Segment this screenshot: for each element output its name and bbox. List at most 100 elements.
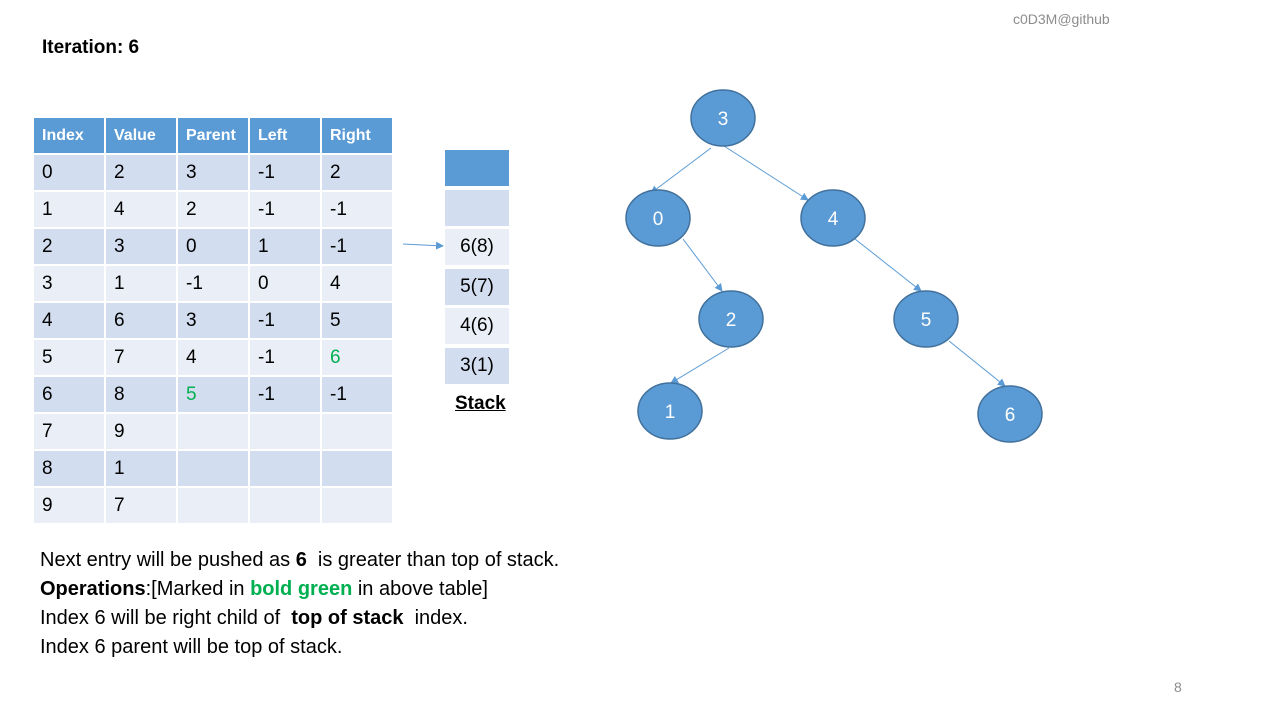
table-cell: 1 — [32, 190, 106, 229]
explanation-line-4: Index 6 parent will be top of stack. — [40, 636, 343, 658]
table-cell: 9 — [32, 486, 106, 525]
text-segment-bold: top of stack — [291, 607, 404, 629]
stack-cell: 5(7) — [445, 269, 509, 305]
tree-node-label: 2 — [726, 310, 737, 331]
table-cell — [248, 486, 322, 525]
table-cell: 7 — [104, 338, 178, 377]
explanation-line-1: Next entry will be pushed as 6 is greate… — [40, 549, 559, 572]
tree-node: 4 — [800, 189, 866, 247]
table-cell: -1 — [248, 338, 322, 377]
table-cell: -1 — [320, 190, 394, 229]
text-segment: is greater than top of stack. — [306, 549, 560, 571]
text-segment: Index 6 will be right child of — [40, 607, 292, 629]
explanation-line-3: Index 6 will be right child of top of st… — [40, 607, 468, 630]
table-cell — [176, 486, 250, 525]
iteration-title: Iteration: 6 — [42, 37, 140, 58]
table-cell: 4 — [320, 264, 394, 303]
table-cell — [320, 449, 394, 488]
tree-edge — [670, 347, 730, 384]
table-cell: 6 — [104, 301, 178, 340]
header-value: Value — [104, 116, 178, 155]
table-header-row: Index Value Parent Left Right — [32, 116, 394, 155]
page-number: 8 — [1174, 679, 1182, 695]
table-cell: 1 — [248, 227, 322, 266]
tree-node-label: 6 — [1005, 405, 1016, 426]
text-segment: in above table] — [352, 578, 488, 600]
table-cell: 8 — [104, 375, 178, 414]
tree-node: 1 — [637, 382, 703, 440]
table-cell: 5 — [32, 338, 106, 377]
table-cell — [176, 412, 250, 451]
stack-label: Stack — [455, 393, 506, 414]
table-cell — [176, 449, 250, 488]
table-cell: 3 — [104, 227, 178, 266]
stack-cell — [445, 190, 509, 226]
stack-cell: 3(1) — [445, 348, 509, 384]
tree-node: 2 — [698, 290, 764, 348]
text-segment-bold: Operations — [40, 578, 146, 600]
table-cell — [248, 449, 322, 488]
table-cell: 4 — [104, 190, 178, 229]
text-segment: :[Marked in — [145, 578, 251, 600]
table-cell: 2 — [176, 190, 250, 229]
table-cell: 7 — [104, 486, 178, 525]
table-cell: 2 — [104, 153, 178, 192]
table-cell: -1 — [248, 375, 322, 414]
table-cell: 3 — [176, 153, 250, 192]
table-cell: -1 — [320, 375, 394, 414]
table-cell — [320, 486, 394, 525]
table-cell: 0 — [176, 227, 250, 266]
tree-node-label: 3 — [718, 109, 729, 130]
tree-node-label: 5 — [921, 310, 932, 331]
table-cell: 9 — [104, 412, 178, 451]
table-cell: 8 — [32, 449, 106, 488]
table-cell: 5 — [320, 301, 394, 340]
table-cell: -1 — [176, 264, 250, 303]
table-cell: -1 — [248, 190, 322, 229]
table-cell: 0 — [32, 153, 106, 192]
table-cell: -1 — [320, 227, 394, 266]
tree-node-label: 0 — [653, 209, 664, 230]
table-cell: 7 — [32, 412, 106, 451]
text-segment-bold: 6 — [295, 549, 307, 571]
table-cell: 3 — [176, 301, 250, 340]
stack-cell: 6(8) — [445, 229, 509, 265]
text-segment: Next entry will be pushed as — [40, 549, 296, 571]
table-cell: -1 — [248, 301, 322, 340]
table-cell: 6 — [320, 338, 394, 377]
text-segment-green: bold green — [250, 578, 353, 600]
tree-node: 6 — [977, 385, 1043, 443]
table-cell: 3 — [32, 264, 106, 303]
header-right: Right — [320, 116, 394, 155]
table-cell: 1 — [104, 449, 178, 488]
table-cell: 0 — [248, 264, 322, 303]
tree-node: 0 — [625, 189, 691, 247]
tree-node: 3 — [690, 89, 756, 147]
tree-edge — [682, 238, 723, 292]
header-index: Index — [32, 116, 106, 155]
tree-node: 5 — [893, 290, 959, 348]
table-cell: -1 — [248, 153, 322, 192]
table-cell: 2 — [320, 153, 394, 192]
table-cell: 5 — [176, 375, 250, 414]
header-parent: Parent — [176, 116, 250, 155]
table-cell: 6 — [32, 375, 106, 414]
tree-node-label: 1 — [665, 402, 676, 423]
tree-edge — [948, 340, 1006, 387]
tree-edge — [854, 238, 922, 292]
credit-text: c0D3M@github — [1013, 11, 1110, 27]
explanation-line-2: Operations:[Marked in bold green in abov… — [40, 578, 488, 601]
stack-pointer-arrow — [402, 241, 444, 250]
tree-edge — [723, 145, 809, 201]
